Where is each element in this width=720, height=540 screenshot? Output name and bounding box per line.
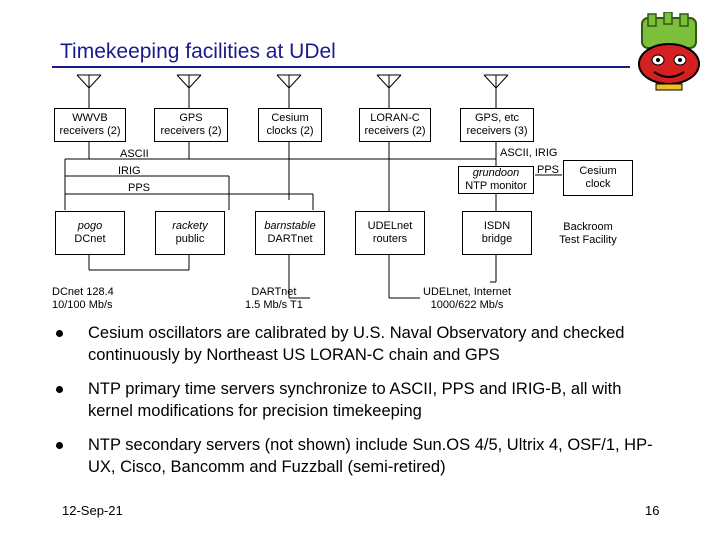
server-box-barnstable: barnstable DARTnet bbox=[255, 211, 325, 255]
slide-title: Timekeeping facilities at UDel bbox=[60, 40, 336, 63]
network-label-line: UDELnet, Internet bbox=[423, 286, 512, 298]
receiver-box-gps-etc: GPS, etc receivers (3) bbox=[460, 108, 534, 142]
network-label-udelnet: UDELnet, Internet 1000/622 Mb/s bbox=[423, 286, 511, 312]
server-box-rackety: rackety public bbox=[155, 211, 225, 255]
grundoon-label: grundoon bbox=[472, 167, 520, 179]
bullet-list: Cesium oscillators are calibrated by U.S… bbox=[56, 322, 656, 490]
server-box-pogo: pogo DCnet bbox=[55, 211, 125, 255]
bullet-dot-icon bbox=[56, 442, 63, 449]
receiver-label: receivers (2) bbox=[59, 125, 121, 137]
receiver-label: GPS, etc bbox=[474, 112, 520, 124]
page-number: 16 bbox=[645, 503, 660, 518]
antenna-icon bbox=[276, 74, 302, 108]
signal-label-ascii: ASCII bbox=[120, 148, 149, 160]
server-label: public bbox=[175, 233, 205, 245]
network-label-line: DCnet 128.4 bbox=[52, 286, 114, 298]
antenna-icon bbox=[176, 74, 202, 108]
receiver-label: clocks (2) bbox=[266, 125, 314, 137]
antenna-icon bbox=[376, 74, 402, 108]
network-diagram-lines bbox=[64, 74, 562, 299]
cesium-clock-label: clock bbox=[585, 178, 611, 190]
backroom-label: Test Facility bbox=[559, 234, 617, 246]
title-underline bbox=[52, 66, 630, 68]
bullet-dot-icon bbox=[56, 330, 63, 337]
signal-label-irig: IRIG bbox=[118, 165, 141, 177]
network-label-dartnet: DARTnet 1.5 Mb/s T1 bbox=[245, 286, 303, 312]
receiver-label: receivers (3) bbox=[466, 125, 528, 137]
signal-label-ascii-irig: ASCII, IRIG bbox=[500, 147, 558, 159]
antenna-icon bbox=[483, 74, 509, 108]
backroom-label: Backroom bbox=[563, 221, 613, 233]
network-label-dcnet: DCnet 128.4 10/100 Mb/s bbox=[52, 286, 114, 312]
bullet-text: NTP secondary servers (not shown) includ… bbox=[88, 436, 653, 476]
cesium-clock-label: Cesium bbox=[579, 165, 617, 177]
receiver-box-loran: LORAN-C receivers (2) bbox=[359, 108, 431, 142]
signal-label-pps: PPS bbox=[128, 182, 151, 194]
server-label: ISDN bbox=[483, 220, 511, 232]
signal-label-pps-right: PPS bbox=[537, 164, 560, 176]
server-label: barnstable bbox=[264, 220, 316, 232]
receiver-box-wwvb: WWVB receivers (2) bbox=[54, 108, 126, 142]
receiver-box-gps: GPS receivers (2) bbox=[154, 108, 228, 142]
receiver-box-cesium: Cesium clocks (2) bbox=[258, 108, 322, 142]
receiver-label: LORAN-C bbox=[370, 112, 420, 124]
bullet-item: NTP secondary servers (not shown) includ… bbox=[56, 434, 656, 478]
server-box-isdn: ISDN bridge bbox=[462, 211, 532, 255]
receiver-label: receivers (2) bbox=[364, 125, 426, 137]
server-box-udelnet: UDELnet routers bbox=[355, 211, 425, 255]
network-label-line: 10/100 Mb/s bbox=[52, 299, 113, 311]
network-label-line: DARTnet bbox=[251, 286, 297, 298]
antenna-icon bbox=[76, 74, 102, 108]
cesium-clock-box: Cesium clock bbox=[563, 160, 633, 196]
bullet-item: NTP primary time servers synchronize to … bbox=[56, 378, 656, 422]
receiver-label: WWVB bbox=[72, 112, 108, 124]
network-label-line: 1000/622 Mb/s bbox=[430, 299, 504, 311]
server-label: DCnet bbox=[74, 233, 106, 245]
grundoon-label: NTP monitor bbox=[465, 180, 527, 192]
server-label: bridge bbox=[481, 233, 513, 245]
bullet-dot-icon bbox=[56, 386, 63, 393]
bullet-text: NTP primary time servers synchronize to … bbox=[88, 380, 622, 420]
server-label: routers bbox=[372, 233, 408, 245]
server-label: DARTnet bbox=[267, 233, 313, 245]
receiver-label: receivers (2) bbox=[160, 125, 222, 137]
server-label: UDELnet bbox=[367, 220, 413, 232]
backroom-test-facility: Backroom Test Facility bbox=[548, 221, 628, 247]
server-label: rackety bbox=[172, 220, 208, 232]
receiver-label: Cesium bbox=[271, 112, 309, 124]
network-label-line: 1.5 Mb/s T1 bbox=[245, 299, 303, 311]
footer-date: 12-Sep-21 bbox=[62, 503, 123, 518]
bullet-text: Cesium oscillators are calibrated by U.S… bbox=[88, 324, 625, 364]
bullet-item: Cesium oscillators are calibrated by U.S… bbox=[56, 322, 656, 366]
grundoon-ntp-monitor-box: grundoon NTP monitor bbox=[458, 166, 534, 194]
udel-mascot-logo bbox=[638, 12, 700, 91]
receiver-label: GPS bbox=[179, 112, 203, 124]
server-label: pogo bbox=[77, 220, 103, 232]
